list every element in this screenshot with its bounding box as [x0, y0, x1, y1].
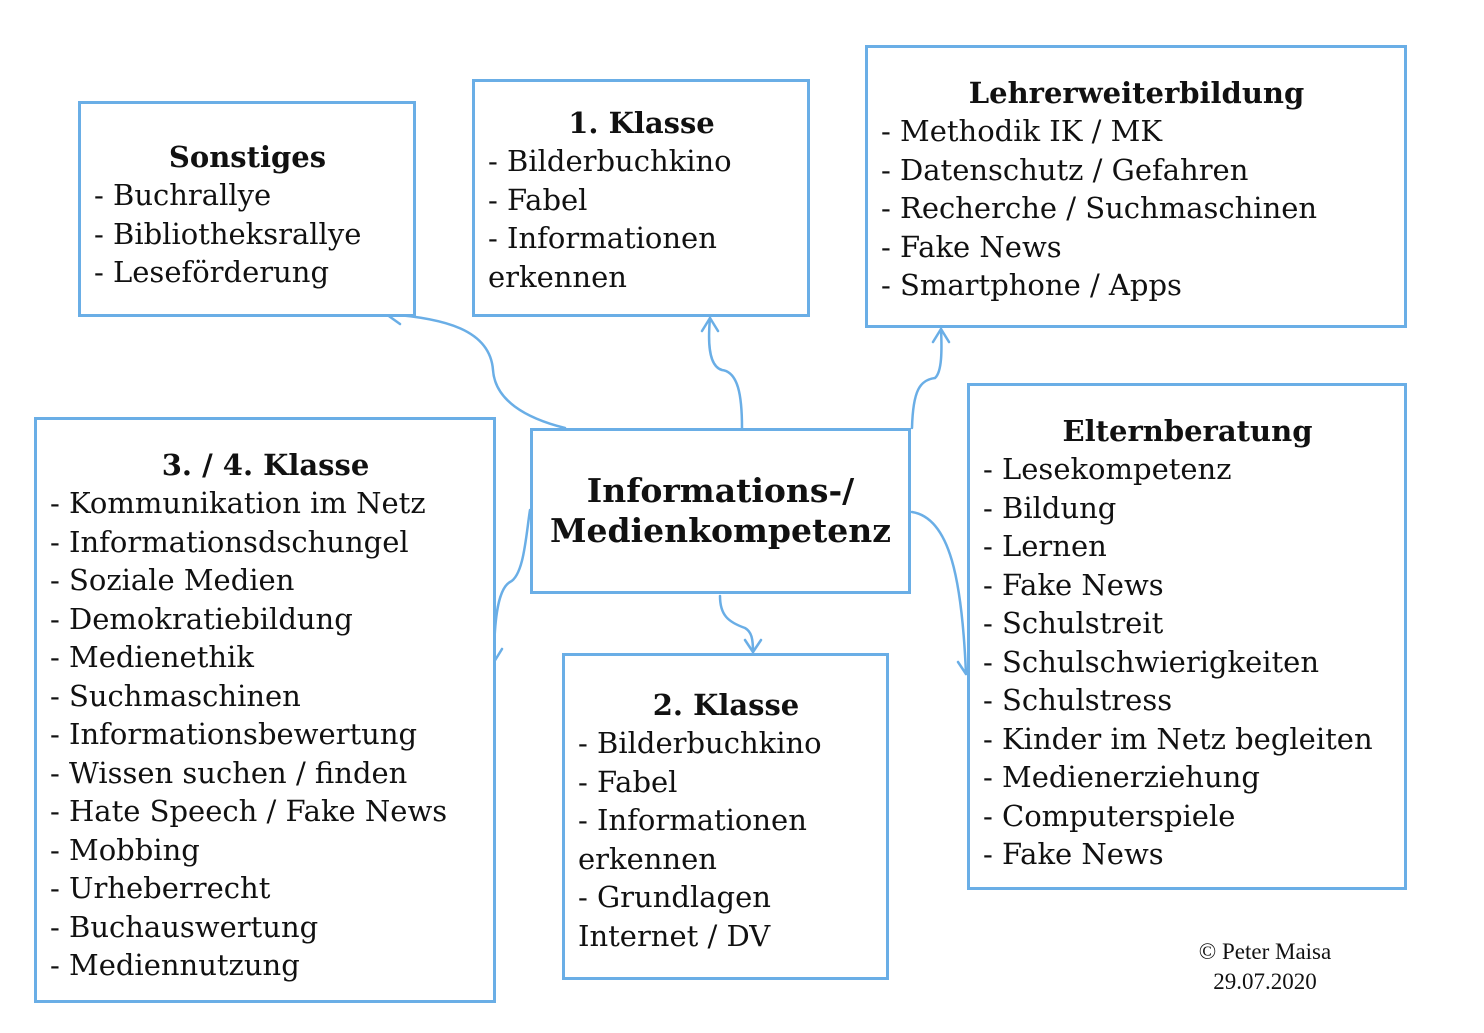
- connector-klasse2: [718, 594, 755, 654]
- item-list: - Buchrallye - Bibliotheksrallye - Lesef…: [94, 176, 401, 292]
- copyright-note: © Peter Maisa 29.07.2020: [1150, 937, 1380, 997]
- connector-sonstiges: [384, 312, 567, 430]
- list-item: - Mobbing: [50, 832, 200, 867]
- list-item: - Soziale Medien: [50, 563, 295, 597]
- item-list: - Bilderbuchkino - Fabel - Informationen…: [578, 724, 874, 955]
- list-item: - Suchmaschinen: [50, 678, 301, 713]
- connector-eltern: [910, 510, 968, 676]
- list-item: - Bilderbuchkino: [488, 144, 732, 178]
- list-item: - Lesekompetenz: [983, 452, 1232, 486]
- list-item: - Schulstress: [983, 683, 1173, 717]
- list-item: - Leseförderung: [94, 255, 330, 289]
- item-list: - Kommunikation im Netz - Informationsds…: [50, 484, 481, 985]
- list-item: - Schulstreit: [983, 606, 1164, 640]
- list-item: - Buchauswertung: [50, 909, 319, 944]
- list-item: - Bilderbuchkino: [578, 726, 822, 760]
- box-klasse34: 3. / 4. Klasse - Kommunikation im Netz -…: [34, 417, 496, 1003]
- list-item: - Informationsbewertung: [50, 717, 418, 751]
- connector-lehrer: [910, 327, 943, 430]
- box-elternberatung: Elternberatung - Lesekompetenz - Bildung…: [967, 383, 1407, 890]
- list-item: - Bibliotheksrallye: [94, 216, 362, 251]
- list-item: - Kommunikation im Netz: [50, 486, 426, 520]
- copyright-author: © Peter Maisa: [1198, 939, 1332, 964]
- list-item: - Bildung: [983, 490, 1117, 525]
- box-sonstiges: Sonstiges - Buchrallye - Bibliotheksrall…: [78, 101, 416, 317]
- box-klasse2: 2. Klasse - Bilderbuchkino - Fabel - Inf…: [562, 653, 889, 980]
- connector-klasse1: [707, 316, 744, 430]
- copyright-date: 29.07.2020: [1213, 969, 1317, 994]
- list-item: - Schulschwierigkeiten: [983, 644, 1320, 679]
- box-klasse1: 1. Klasse - Bilderbuchkino - Fabel - Inf…: [472, 79, 810, 317]
- list-item: - Fabel: [578, 764, 678, 799]
- box-title: 3. / 4. Klasse: [161, 448, 370, 482]
- list-item: - Datenschutz / Gefahren: [881, 152, 1249, 187]
- item-list: - Methodik IK / MK - Datenschutz / Gefah…: [881, 112, 1392, 305]
- list-item: - Demokratiebildung: [50, 601, 353, 636]
- connector-klasse34: [492, 508, 532, 664]
- box-lehrerweiterbildung: Lehrerweiterbildung - Methodik IK / MK -…: [865, 45, 1407, 328]
- list-item: - Methodik IK / MK: [881, 114, 1162, 148]
- box-title: Lehrerweiterbildung: [968, 76, 1305, 110]
- list-item: - Informationsdschungel: [50, 524, 409, 559]
- list-item: - Smartphone / Apps: [881, 268, 1182, 302]
- list-item: - Kinder im Netz begleiten: [983, 721, 1373, 756]
- list-item: - Urheberrecht: [50, 871, 271, 905]
- list-item: - Fake News: [881, 229, 1062, 264]
- list-item: - Medienethik: [50, 640, 254, 674]
- list-item: - Fabel: [488, 182, 588, 217]
- arrowhead-klasse1: [700, 316, 720, 333]
- box-title: Elternberatung: [1062, 414, 1313, 448]
- list-item: - Buchrallye: [94, 178, 272, 212]
- item-list: - Lesekompetenz - Bildung - Lernen - Fak…: [983, 450, 1392, 874]
- list-item: - Lernen: [983, 529, 1107, 563]
- list-item: - Hate Speech / Fake News: [50, 794, 448, 828]
- list-item: - Informationen erkennen: [578, 803, 807, 876]
- list-item: - Wissen suchen / finden: [50, 755, 408, 790]
- list-item: - Mediennutzung: [50, 948, 300, 982]
- list-item: - Computerspiele: [983, 798, 1236, 833]
- arrowhead-klasse2: [743, 638, 763, 654]
- list-item: - Informationen erkennen: [488, 221, 717, 294]
- list-item: - Recherche / Suchmaschinen: [881, 191, 1318, 225]
- list-item: - Fake News: [983, 837, 1164, 871]
- item-list: - Bilderbuchkino - Fabel - Informationen…: [488, 142, 795, 296]
- list-item: - Medienerziehung: [983, 760, 1260, 794]
- box-title: 2. Klasse: [652, 688, 800, 722]
- box-title: 1. Klasse: [568, 106, 715, 140]
- center-title: Informations-/ Medienkompetenz: [550, 471, 891, 550]
- list-item: - Fake News: [983, 567, 1164, 602]
- box-center-topic: Informations-/ Medienkompetenz: [530, 428, 911, 594]
- box-title: Sonstiges: [168, 140, 327, 174]
- list-item: - Grundlagen Internet / DV: [578, 880, 771, 953]
- arrowhead-lehrer: [931, 327, 951, 344]
